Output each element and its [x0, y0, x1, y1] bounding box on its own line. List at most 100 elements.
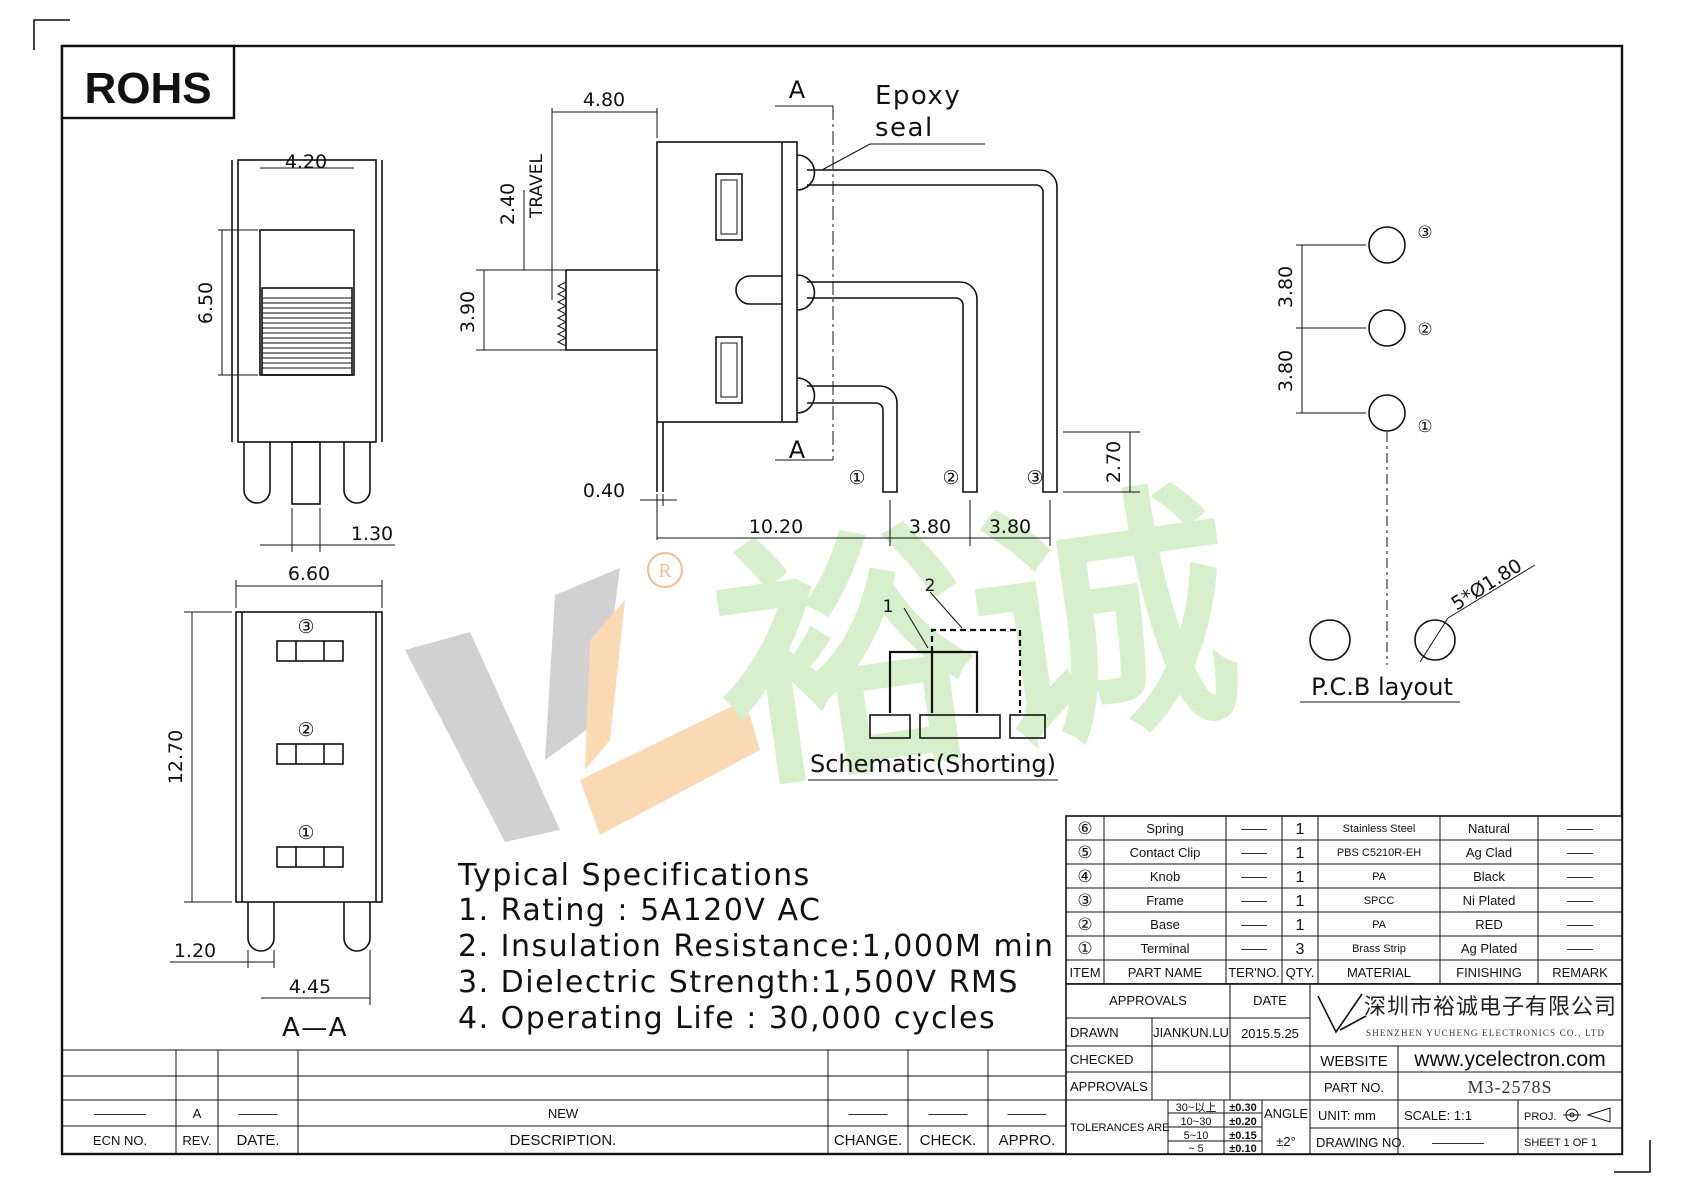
dim-pitch-2: 3.80 [989, 516, 1031, 538]
cut-a-bottom: A [789, 436, 806, 464]
tb-tol-range-3: 5~10 [1184, 1130, 1209, 1142]
rev-header-appro: APPRO. [999, 1132, 1056, 1149]
tb-tol-value-3: ±0.15 [1229, 1130, 1256, 1142]
bom-material: Brass Strip [1352, 943, 1406, 955]
bom-ter: —— [1241, 821, 1267, 836]
bom-qty: 1 [1296, 845, 1305, 862]
bom-part: Base [1150, 917, 1180, 932]
rev-header-check: CHECK. [920, 1132, 977, 1149]
spec-line-3: 3. Dielectric Strength:1,500V RMS [458, 965, 1019, 1000]
bom-qty: 1 [1296, 821, 1305, 838]
logo-orange-stroke [580, 700, 760, 835]
bom-material: Stainless Steel [1343, 823, 1416, 835]
epoxy-label-1: Epoxy [875, 81, 961, 111]
bom-remark: —— [1567, 893, 1593, 908]
bom-part: Knob [1150, 869, 1180, 884]
bom-qty: 1 [1296, 893, 1305, 910]
dim-pin-pitch: 1.30 [351, 523, 393, 545]
bom-remark: —— [1567, 821, 1593, 836]
bom-finishing: Natural [1468, 821, 1510, 836]
bom-qty: 1 [1296, 917, 1305, 934]
bom-row: ⑥ Spring —— 1 Stainless Steel Natural —— [1077, 819, 1593, 838]
tb-tol-range-2: 10~30 [1181, 1116, 1212, 1128]
tb-scale: SCALE: 1:1 [1404, 1108, 1472, 1123]
schem-label-1: 1 [883, 597, 894, 617]
bom-finishing: RED [1475, 917, 1502, 932]
top-view: 4.20 6.50 1.30 [195, 151, 395, 552]
bom-row: ⑤ Contact Clip —— 1 PBS C5210R-EH Ag Cla… [1077, 843, 1593, 862]
tb-website-label: WEBSITE [1320, 1053, 1388, 1070]
bom-finishing: Black [1473, 869, 1505, 884]
pcb-hole2-label: ② [1417, 320, 1432, 340]
section-pin1-label: ① [297, 822, 314, 844]
tb-tolerances: TOLERANCES ARE [1070, 1122, 1169, 1134]
pcb-pitch-2: 3.80 [1275, 350, 1297, 392]
tb-drawn-date: 2015.5.25 [1241, 1026, 1299, 1041]
bom-table: ⑥ Spring —— 1 Stainless Steel Natural ——… [1065, 815, 1623, 985]
pcb-pitch-1: 3.80 [1275, 266, 1297, 308]
specifications: Typical Specifications 1. Rating : 5A120… [457, 858, 1055, 1036]
tb-tol-range-1: 30~以上 [1176, 1101, 1217, 1114]
bom-part: Spring [1146, 821, 1184, 836]
bom-header-finishing: FINISHING [1456, 965, 1522, 980]
projection-icon [1563, 1107, 1611, 1123]
rev-row-rev: A [193, 1106, 202, 1121]
rev-row-date: ——— [239, 1106, 278, 1121]
tb-drawing-no-value: ———— [1432, 1135, 1484, 1150]
dim-lever: 4.80 [583, 89, 625, 111]
title-block: APPROVALS DATE DRAWN JIANKUN.LU 2015.5.2… [1065, 983, 1623, 1155]
bom-remark: —— [1567, 941, 1593, 956]
dim-top-height: 6.50 [195, 282, 217, 324]
bom-remark: —— [1567, 869, 1593, 884]
schematic: 1 2 Schematic(Shorting) [808, 576, 1058, 781]
bom-finishing: Ag Plated [1461, 941, 1517, 956]
rev-header-description: DESCRIPTION. [510, 1132, 617, 1149]
lead1-label: ① [848, 467, 865, 489]
rev-header-date: DATE. [236, 1132, 279, 1149]
bom-header-material: MATERIAL [1347, 965, 1411, 980]
spec-line-1: 1. Rating : 5A120V AC [458, 893, 821, 928]
pcb-layout-label: P.C.B layout [1311, 673, 1453, 701]
rev-row-desc: NEW [548, 1106, 579, 1121]
tb-sheet: SHEET 1 OF 1 [1524, 1137, 1597, 1149]
dim-travel: 2.40 [497, 183, 519, 225]
logo-grey-stroke [405, 632, 560, 842]
travel-label: TRAVEL [527, 154, 547, 219]
bom-header-part: PART NAME [1128, 965, 1203, 980]
tb-tol-value-2: ±0.20 [1229, 1116, 1256, 1128]
tb-drawing-no: DRAWING NO. [1316, 1135, 1405, 1150]
sheet-border [33, 19, 1651, 1173]
registered-mark [647, 552, 683, 588]
side-view: ① ② ③ A A Epoxy seal 4.80 3.90 2.40 TRAV… [457, 76, 1140, 546]
spec-line-4: 4. Operating Life : 30,000 cycles [458, 1001, 996, 1036]
tb-angle-tol: ±2° [1276, 1134, 1296, 1149]
tb-drawn: DRAWN [1070, 1025, 1119, 1040]
tb-proj: PROJ. [1524, 1111, 1556, 1123]
section-label: A—A [282, 1013, 348, 1043]
tb-partno: M3-2578S [1467, 1077, 1552, 1097]
bom-row: ③ Frame —— 1 SPCC Ni Plated —— [1077, 891, 1593, 910]
bom-row: ② Base —— 1 PA RED —— [1077, 915, 1593, 934]
company-watermark: R 裕诚 [405, 456, 1254, 842]
spec-line-2: 2. Insulation Resistance:1,000M min [458, 929, 1055, 964]
company-name-en: SHENZHEN YUCHENG ELECTRONICS CO., LTD [1366, 1028, 1605, 1038]
tb-angle: ANGLE [1264, 1106, 1308, 1121]
pcb-hole1-label: ① [1417, 417, 1432, 437]
rohs-text: ROHS [84, 64, 211, 113]
pcb-hole3-label: ③ [1417, 223, 1432, 243]
rev-header-ecn: ECN NO. [93, 1133, 147, 1148]
cut-a-top: A [789, 76, 806, 104]
dim-pin-width: 1.20 [174, 940, 216, 962]
bom-ter: —— [1241, 869, 1267, 884]
dim-offset: 10.20 [749, 516, 803, 538]
section-pin2-label: ② [297, 719, 314, 741]
company-name-cn: 深圳市裕诚电子有限公司 [1364, 995, 1617, 1020]
bom-material: PA [1372, 919, 1387, 931]
tb-tol-value-1: ±0.30 [1229, 1102, 1256, 1114]
bom-item: ① [1077, 939, 1092, 958]
dim-pin-span: 4.45 [289, 976, 331, 998]
revision-block: ———— A ——— NEW ——— ——— ——— ECN NO. REV. … [62, 1049, 1066, 1154]
tb-tol-value-4: ±0.10 [1229, 1143, 1256, 1155]
dim-height: 12.70 [165, 730, 187, 784]
